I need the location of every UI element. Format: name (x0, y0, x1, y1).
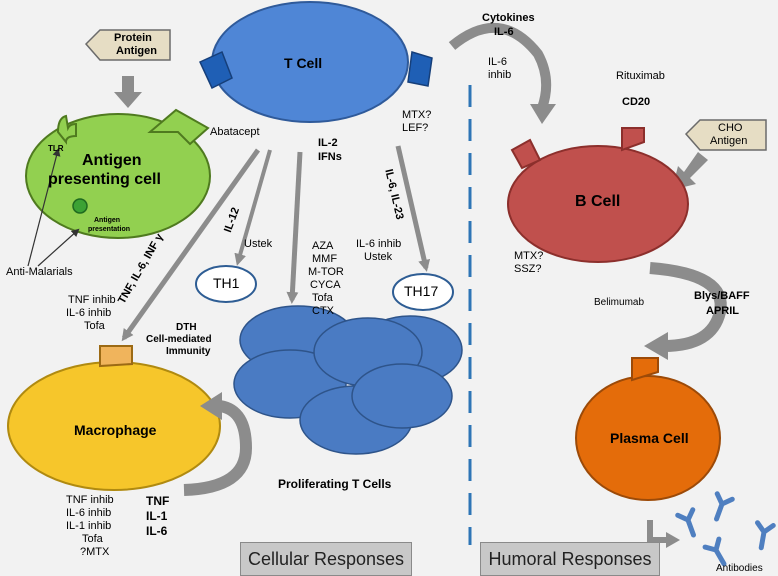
il6inhib-ustek-line2: Ustek (364, 251, 393, 263)
macrophage-lower-drug-3: IL-1 inhib (66, 520, 112, 532)
tcell-to-th17-arrow (395, 145, 431, 272)
antigen-presenting-cell-body (25, 113, 211, 239)
il6-inhib-b-line1: IL-6 (488, 56, 507, 68)
macrophage-lower-drug-1: TNF inhib (66, 494, 114, 506)
macrophage-upper-drug-1: TNF inhib (68, 294, 116, 306)
cho-antigen-line2: Antigen (710, 135, 748, 147)
t-cell-label: T Cell (284, 55, 323, 71)
macrophage-label: Macrophage (74, 422, 157, 438)
th1-cell-body (195, 265, 257, 303)
antibody-icon-2 (714, 491, 735, 522)
macrophage-upper-drug-2: IL-6 inhib (66, 307, 112, 319)
tlr-label: TLR (48, 144, 64, 153)
cell-mediated-label: Cell-mediated (146, 334, 212, 345)
apc-label-line2: presenting cell (48, 171, 161, 188)
macrophage-lower-drug-4: Tofa (82, 533, 103, 545)
protein-to-apc-arrow (114, 76, 142, 108)
prolif-cell-6 (351, 363, 453, 429)
macrophage-lower-drug-2: IL-6 inhib (66, 507, 112, 519)
apc-label-line1: Antigen (82, 152, 142, 169)
macrophage-upper-drug-3: Tofa (84, 320, 105, 332)
plasma-cell-receptor (631, 357, 659, 382)
b-cell-left-receptor (510, 138, 542, 170)
antimalarial-to-presentation-arrow (37, 228, 80, 267)
tcell-to-macrophage-arrow (121, 148, 261, 342)
macrophage-receptor (99, 345, 133, 368)
cytokines-il6-label: IL-6 (494, 26, 514, 38)
tcell-to-prolif-arrow (286, 151, 303, 304)
mtx-ssz-line1: MTX? (514, 250, 544, 262)
t-cell-right-receptor (407, 51, 433, 87)
cho-antigen-shape (684, 119, 767, 151)
prolif-to-macrophage-curved-arrow (183, 400, 253, 496)
plasma-cell-label: Plasma Cell (610, 430, 689, 446)
dth-label: DTH (176, 322, 197, 333)
anti-malarials-label: Anti-Malarials (6, 266, 73, 278)
april-label: APRIL (706, 305, 739, 317)
proliferating-t-cells-label: Proliferating T Cells (278, 477, 392, 491)
immunity-label: Immunity (166, 346, 211, 357)
il1-cytokine-label: IL-1 (146, 509, 168, 523)
macrophage-lower-drug-5: ?MTX (80, 546, 110, 558)
ustek-th1-label: Ustek (244, 238, 273, 250)
belimumab-label: Belimumab (594, 297, 645, 308)
protein-antigen-line2: Antigen (116, 45, 157, 57)
antigen-presentation-dot (72, 198, 88, 214)
tcell-to-bcell-arrowhead (530, 104, 556, 124)
antimalarial-to-tlr-arrow (27, 148, 61, 267)
t-prolif-drug-2: MMF (312, 253, 338, 265)
protein-antigen-shape (84, 29, 171, 61)
humoral-responses-box: Humoral Responses (480, 542, 660, 576)
protein-antigen-line1: Protein (114, 32, 152, 44)
t-prolif-drug-3: M-TOR (308, 266, 344, 278)
antibody-icon-4 (702, 536, 727, 567)
il6-cytokine-label: IL-6 (146, 524, 168, 538)
antibodies-label: Antibodies (716, 563, 763, 574)
tcell-to-th1-arrow (234, 149, 272, 266)
blys-baff-label: Blys/BAFF (694, 290, 750, 302)
bcell-to-plasma-arrowhead (644, 332, 668, 360)
rituximab-label: Rituximab (616, 70, 665, 82)
tnf-cytokine-label: TNF (146, 494, 170, 508)
th1-label: TH1 (213, 275, 240, 291)
tlr-receptor (56, 114, 77, 145)
b-cell-body (507, 145, 689, 263)
th17-label: TH17 (404, 283, 439, 299)
cytokines-label: Cytokines (482, 12, 535, 24)
tcell-to-bcell-curved-arrow (448, 22, 552, 110)
t-prolif-drug-5: Tofa (312, 292, 333, 304)
cellular-responses-box: Cellular Responses (240, 542, 412, 576)
b-cell-cd20-receptor (621, 127, 645, 152)
mtx-lef-line1: MTX? (402, 109, 432, 121)
t-prolif-drug-1: AZA (312, 240, 334, 252)
plasma-to-antibodies-arrowhead (666, 532, 680, 548)
antibody-icon-3 (755, 520, 776, 551)
t-prolif-drug-4: CYCA (310, 279, 341, 291)
t-cell-left-receptor (199, 50, 233, 90)
b-cell-label: B Cell (575, 193, 621, 210)
th17-cell-body (392, 273, 454, 311)
t-prolif-drug-6: CTX (312, 305, 334, 317)
plasma-to-antibodies-arrow (647, 520, 668, 543)
bcell-to-plasma-curved-arrow (649, 262, 727, 352)
cho-antigen-line1: CHO (718, 122, 743, 134)
mtx-lef-line2: LEF? (402, 122, 429, 134)
il2-label: IL-2 (318, 137, 338, 149)
antibody-icon-1 (675, 507, 696, 538)
cd20-label: CD20 (622, 96, 651, 108)
prolif-to-macrophage-arrowhead (200, 392, 222, 420)
ifns-label: IFNs (318, 151, 342, 163)
mtx-ssz-line2: SSZ? (514, 263, 542, 275)
il6inhib-ustek-line1: IL-6 inhib (356, 238, 402, 250)
il6-inhib-b-line2: inhib (488, 69, 512, 81)
antigen-presentation-label-line2: presentation (88, 226, 131, 233)
antigen-presentation-label-line1: Antigen (94, 217, 121, 224)
abatacept-label: Abatacept (210, 126, 260, 138)
apc-mhc-receptor (147, 108, 210, 146)
